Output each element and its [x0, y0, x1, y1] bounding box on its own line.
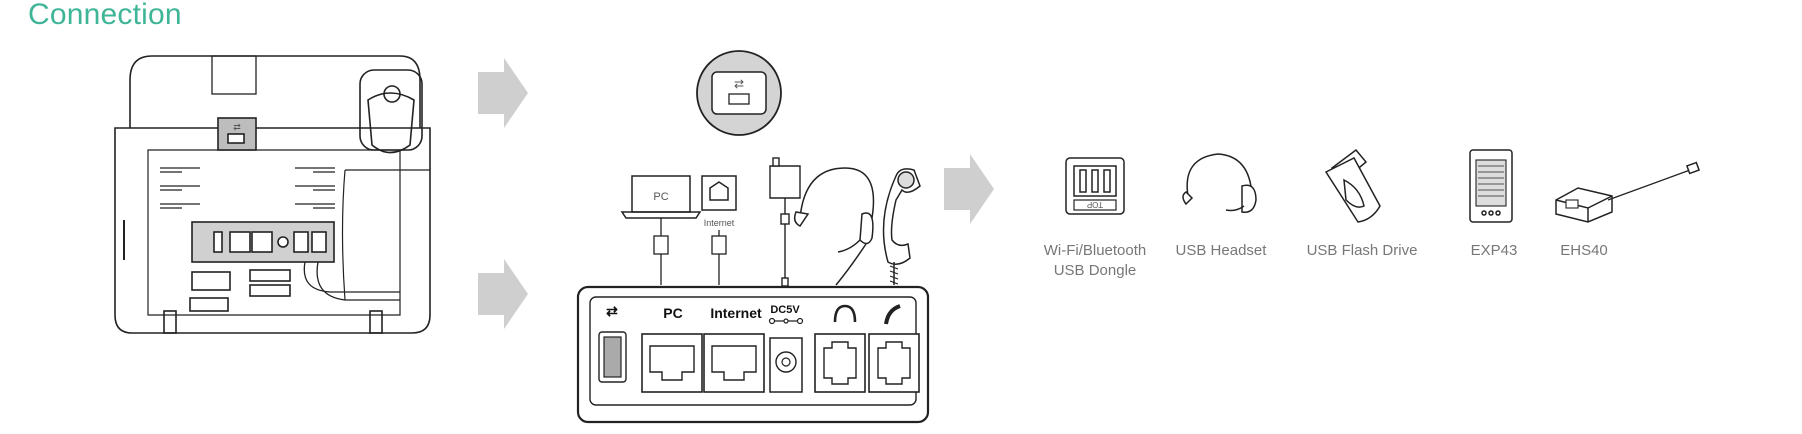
- headset-port-icon: [833, 304, 857, 323]
- accessory-label: USB Headset: [1176, 242, 1268, 259]
- rear-port-panel: ⇄ PC Internet DC5V: [576, 285, 930, 424]
- port-label-dc: DC5V: [770, 304, 800, 316]
- internet-label: Internet: [704, 218, 735, 228]
- wifi-bluetooth-dongle-icon: TOP: [1065, 157, 1125, 215]
- arrow-icon: [478, 58, 994, 329]
- usb-port-zoom: ⇄: [696, 50, 782, 136]
- handset-icon: [882, 168, 921, 285]
- accessory-label: Wi-Fi/Bluetooth: [1044, 242, 1147, 259]
- ethernet-cable-icon: [653, 218, 727, 285]
- accessory-label: USB Dongle: [1054, 262, 1137, 279]
- accessory-label: USB Flash Drive: [1307, 242, 1418, 259]
- svg-text:⇄: ⇄: [233, 122, 241, 132]
- usb-icon: ⇄: [606, 303, 618, 319]
- port-label-pc: PC: [663, 305, 682, 321]
- dongle-top-text: TOP: [1087, 200, 1103, 209]
- ehs40-icon: [1555, 161, 1701, 223]
- page-title: Connection: [28, 0, 182, 31]
- laptop-icon: PC: [620, 175, 702, 219]
- usb-flash-drive-icon: [1324, 148, 1381, 223]
- phone-back-view: ⇄: [114, 55, 431, 334]
- headset-icon: [793, 167, 875, 286]
- accessory-label: EXP43: [1471, 242, 1518, 259]
- svg-text:⇄: ⇄: [734, 77, 744, 91]
- exp43-icon: [1469, 149, 1513, 223]
- usb-headset-icon: [1182, 153, 1257, 213]
- accessory-label: EHS40: [1560, 242, 1608, 259]
- port-label-internet: Internet: [710, 305, 762, 321]
- handset-port-icon: [884, 304, 901, 325]
- pc-label: PC: [653, 191, 668, 203]
- power-adapter-icon: [769, 157, 801, 287]
- internet-icon: Internet: [701, 175, 737, 228]
